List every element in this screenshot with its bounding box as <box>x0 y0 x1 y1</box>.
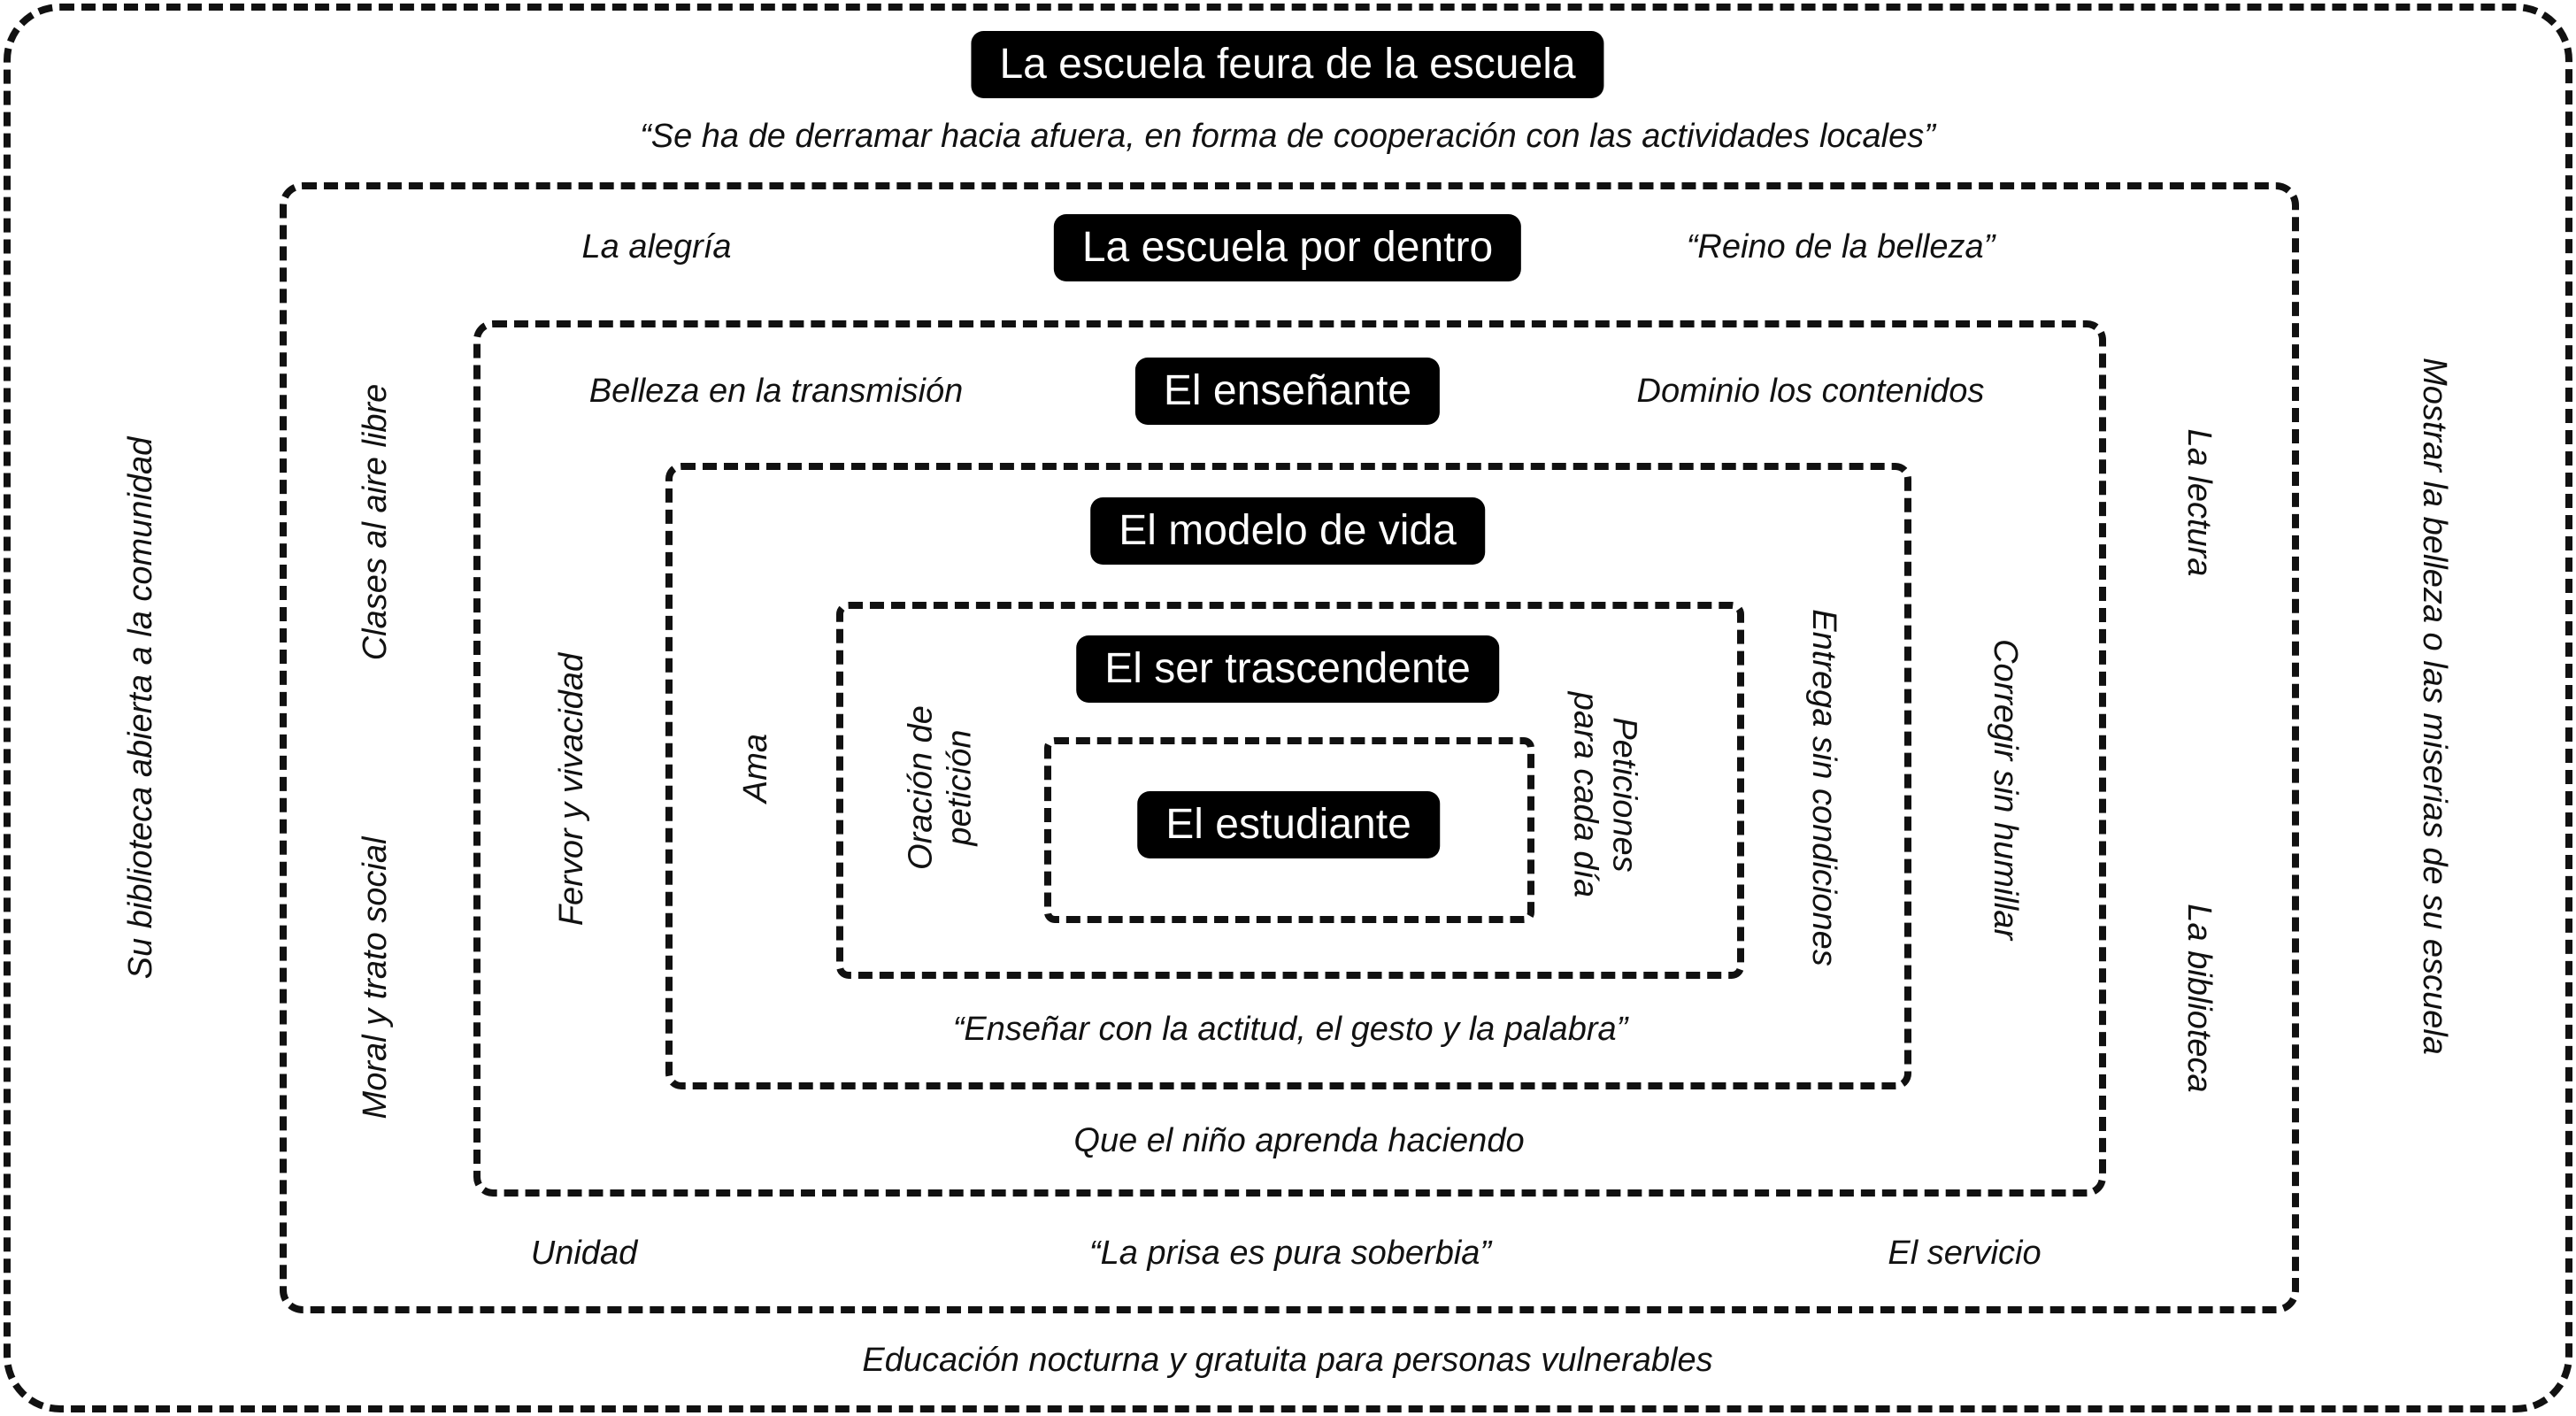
label-inside-left-bottom: Moral y trato social <box>357 836 395 1120</box>
label-outer-right: Mostrar la belleza o las miserias de su … <box>2415 358 2453 1055</box>
label-model-bottom: “Enseñar con la actitud, el gesto y la p… <box>952 1011 1628 1049</box>
title-school-inside: La escuela por dentro <box>1053 214 1522 281</box>
label-outer-left: Su biblioteca abierta a la comunidad <box>122 436 160 980</box>
title-teacher: El enseñante <box>1134 358 1441 425</box>
label-inside-bottom-right: El servicio <box>1888 1235 2042 1273</box>
label-model-right: Entrega sin condiciones <box>1804 609 1842 966</box>
label-transcendent-left: Oración de petición <box>902 705 978 870</box>
label-inside-right-bottom: La biblioteca <box>2180 904 2218 1093</box>
label-transcendent-right: Peticiones para cada día <box>1567 691 1643 898</box>
box-life-model <box>665 463 1911 1089</box>
label-teacher-bottom: Que el niño aprenda haciendo <box>1073 1122 1525 1160</box>
label-inside-left-top: Clases al aire libre <box>357 383 395 661</box>
label-inside-top-right: “Reino de la belleza” <box>1686 228 1995 266</box>
label-inside-top-left: La alegría <box>581 228 732 266</box>
box-transcendent <box>836 602 1744 979</box>
title-transcendent: El ser trascendente <box>1076 635 1499 703</box>
label-inside-right-top: La lectura <box>2180 428 2218 577</box>
label-teacher-left: Fervor y vivacidad <box>553 652 591 927</box>
box-teacher <box>473 320 2106 1197</box>
box-school-inside <box>280 182 2299 1313</box>
title-student: El estudiante <box>1137 791 1440 858</box>
label-teacher-top-right: Dominio los contenidos <box>1636 373 1985 411</box>
label-inside-bottom-left: Unidad <box>530 1235 638 1273</box>
label-model-left: Ama <box>737 733 775 804</box>
label-teacher-top-left: Belleza en la transmisión <box>588 373 964 411</box>
title-outer-school: La escuela feura de la escuela <box>971 31 1604 98</box>
label-outer-bottom: Educación nocturna y gratuita para perso… <box>862 1342 1713 1380</box>
box-outer-school <box>4 4 2572 1412</box>
label-outer-top: “Se ha de derramar hacia afuera, en form… <box>640 118 1935 156</box>
label-inside-bottom-center: “La prisa es pura soberbia” <box>1088 1235 1492 1273</box>
label-teacher-right: Corregir sin humillar <box>1986 639 2024 940</box>
title-life-model: El modelo de vida <box>1090 497 1485 565</box>
box-student <box>1044 737 1534 923</box>
